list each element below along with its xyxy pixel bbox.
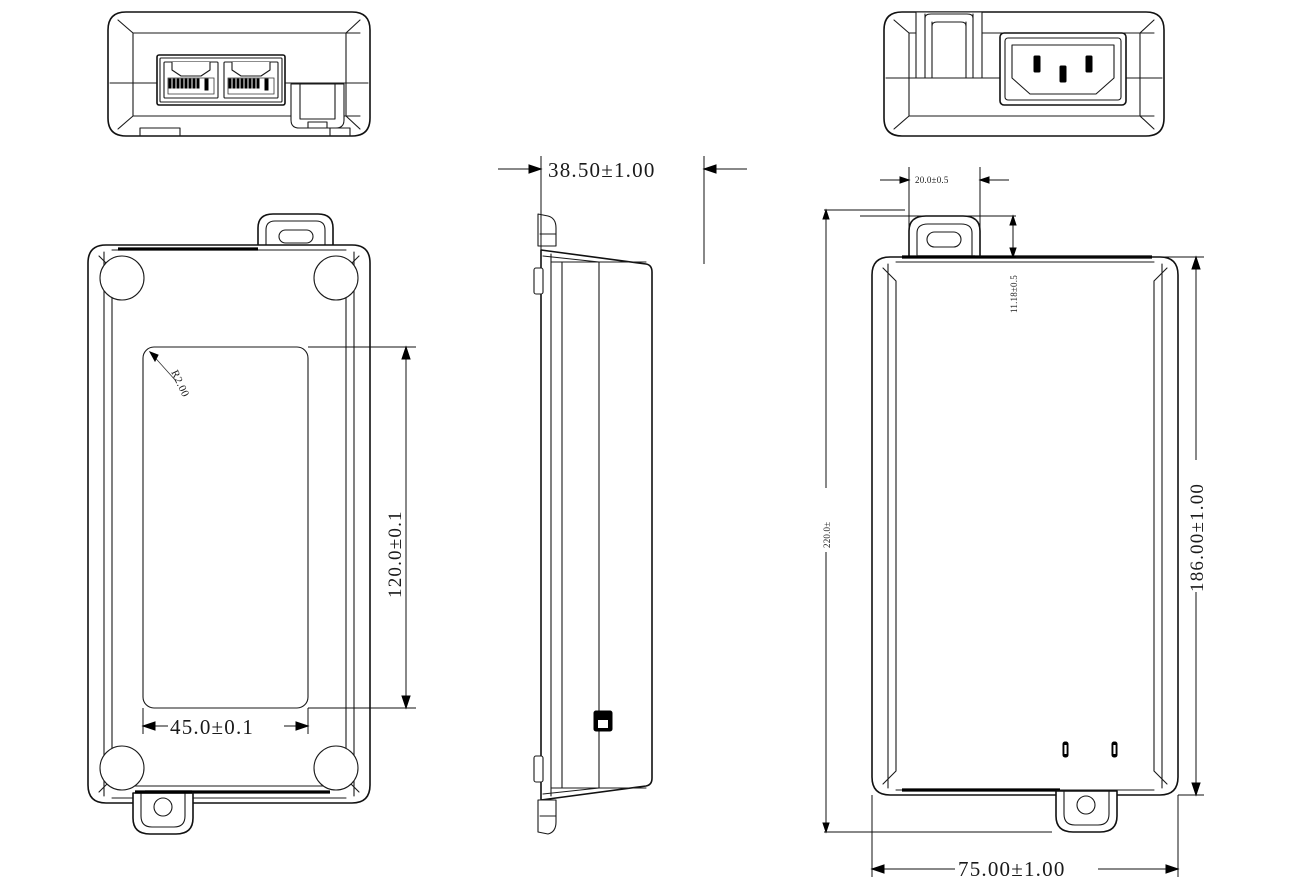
screw-boss-top-left [99,255,145,301]
rj45-port-left [163,61,219,99]
view-front: R2.00 120.0±0.1 45.0±0.1 [87,213,416,835]
dimension-rear-body-height: 186.00±1.00 [1178,255,1209,797]
led-indicator-2 [1111,741,1118,758]
led-window [593,710,613,732]
dimension-rear-body-width: 75.00±1.00 [870,795,1180,881]
dim-rear-body-width-label: 75.00±1.00 [958,857,1066,881]
sheet-bottom-margin [0,888,1304,893]
dim-rear-body-height-label: 186.00±1.00 [1187,483,1208,592]
mounting-tab-bottom [132,792,194,835]
iec-c14-inlet [999,32,1127,106]
screw-boss-bottom-right [313,745,359,791]
dimension-rear-overall-length: 220.0± [819,208,1052,834]
mounting-tab-top [257,213,334,249]
dim-side-width-label: 38.50±1.00 [548,158,656,182]
dimension-rear-tab-width: 20.0±0.5 [880,167,1009,257]
view-end-iec [883,11,1165,137]
dim-front-inner-width-label: 45.0±0.1 [170,715,254,739]
mounting-tab [915,11,983,79]
view-rear: 20.0±0.5 11.18±0.5 220.0± [819,167,1209,881]
rj45-port-right [223,61,279,99]
dim-rear-overall-length-label: 220.0± [822,522,832,548]
led-indicator-1 [1062,741,1069,758]
recessed-label-area [142,346,309,709]
mounting-tab [290,83,345,129]
view-side: 38.50±1.00 [498,156,747,835]
dim-rear-tab-height-label: 11.18±0.5 [1009,275,1019,313]
dimension-front-inner-width: 45.0±0.1 [141,708,310,739]
dimension-front-inner-height: 120.0±0.1 [308,345,416,710]
dim-front-inner-height-label: 120.0±0.1 [385,510,406,598]
mounting-tab-top [908,215,981,258]
screw-boss-top-right [313,255,359,301]
mounting-tab-bottom [1055,790,1118,833]
rj45-port-block [156,54,286,106]
screw-boss-bottom-left [99,745,145,791]
dim-rear-tab-width-label: 20.0±0.5 [915,175,949,185]
dimension-side-width: 38.50±1.00 [498,156,747,264]
dimension-rear-tab-height: 11.18±0.5 [860,214,1186,313]
view-end-rj45 [107,11,371,137]
